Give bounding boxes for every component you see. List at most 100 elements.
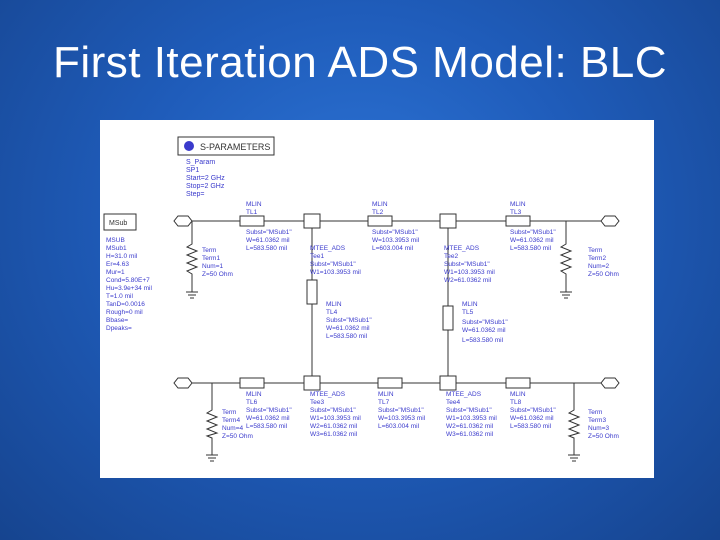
tl7-label: L=603.004 mil xyxy=(378,423,420,430)
tl1-label: W=61.0362 mil xyxy=(246,237,290,244)
tl6-label: W=61.0362 mil xyxy=(246,415,290,422)
tl5-label: L=583.580 mil xyxy=(462,337,504,344)
term4-label: Num=4 xyxy=(222,425,244,432)
term2-label: Term xyxy=(588,247,602,254)
tl2-block xyxy=(367,215,393,227)
term4-label: Term4 xyxy=(222,417,240,424)
term1-label: Z=50 Ohm xyxy=(202,271,233,278)
tl1-label: TL1 xyxy=(246,209,258,216)
msub-line: Dpeaks= xyxy=(106,325,132,332)
tl8-label: TL8 xyxy=(510,399,522,406)
msub-line: H=31.0 mil xyxy=(106,253,138,260)
tl1-label: MLIN xyxy=(246,201,262,208)
term4-resistor xyxy=(205,404,219,440)
tee4-label: W2=61.0362 mil xyxy=(446,423,494,430)
tl5-label: TL5 xyxy=(462,309,474,316)
tee3-block xyxy=(303,375,321,391)
tl8-block xyxy=(505,377,531,389)
tee3-label: W2=61.0362 mil xyxy=(310,423,358,430)
term2-label: Num=2 xyxy=(588,263,610,270)
tl4-label: MLIN xyxy=(326,301,342,308)
term1-label: Term1 xyxy=(202,255,220,262)
tl7-block xyxy=(377,377,403,389)
msub-line: Er=4.63 xyxy=(106,261,129,268)
schematic-canvas: S-PARAMETERS S_Param SP1 Start=2 GHz Sto… xyxy=(103,136,620,462)
tee4-label: W1=103.3953 mil xyxy=(446,415,497,422)
msub-line: MSub1 xyxy=(106,245,127,252)
sparam-line: Start=2 GHz xyxy=(186,175,225,182)
ads-schematic: S-PARAMETERS S_Param SP1 Start=2 GHz Sto… xyxy=(100,120,654,478)
tl3-label: MLIN xyxy=(510,201,526,208)
tee1-label: Tee1 xyxy=(310,253,324,260)
port1-arrow xyxy=(173,215,193,227)
term2-label: Term2 xyxy=(588,255,606,262)
term2-resistor xyxy=(559,238,573,280)
tl2-label: W=103.3953 mil xyxy=(372,237,420,244)
tl2-label: L=603.004 mil xyxy=(372,245,414,252)
tl4-label: W=61.0362 mil xyxy=(326,325,370,332)
tl5-block xyxy=(442,305,454,331)
tee2-label: MTEE_ADS xyxy=(444,245,480,252)
tee3-label: W3=61.0362 mil xyxy=(310,431,358,438)
term3-label: Term xyxy=(588,409,602,416)
term4-label: Z=50 Ohm xyxy=(222,433,253,440)
tl8-label: Subst="MSub1" xyxy=(510,407,556,414)
tee2-label: Tee2 xyxy=(444,253,458,260)
tee4-label: W3=61.0362 mil xyxy=(446,431,494,438)
sparam-params: S_Param SP1 Start=2 GHz Stop=2 GHz Step= xyxy=(186,159,225,198)
term1-label: Num=1 xyxy=(202,263,224,270)
tee2-label: Subst="MSub1" xyxy=(444,261,490,268)
component-labels: MLIN TL1 Subst="MSub1" W=61.0362 mil L=5… xyxy=(202,201,619,440)
port2-arrow xyxy=(600,215,620,227)
sparam-box xyxy=(177,136,275,156)
tee1-label: W1=103.3953 mil xyxy=(310,269,361,276)
tl5-label: Subst="MSub1" xyxy=(462,319,508,326)
tl4-label: Subst="MSub1" xyxy=(326,317,372,324)
tl3-label: L=583.580 mil xyxy=(510,245,552,252)
tee2-block xyxy=(439,213,457,229)
tl5-label: W=61.0362 mil xyxy=(462,327,506,334)
tl5-label: MLIN xyxy=(462,301,478,308)
msub-line: MSUB xyxy=(106,237,125,244)
grounds xyxy=(186,291,580,462)
msub-box-label: MSub xyxy=(109,220,127,227)
tl2-label: TL2 xyxy=(372,209,384,216)
tee4-label: MTEE_ADS xyxy=(446,391,482,398)
tee1-label: MTEE_ADS xyxy=(310,245,346,252)
term-resistors xyxy=(185,238,581,440)
slide-title: First Iteration ADS Model: BLC xyxy=(52,38,668,87)
tee2-label: W2=61.0362 mil xyxy=(444,277,492,284)
tl8-label: L=583.580 mil xyxy=(510,423,552,430)
port4-arrow xyxy=(173,377,193,389)
tl3-block xyxy=(505,215,531,227)
msub-line: Rough=0 mil xyxy=(106,309,143,316)
sparam-line: Stop=2 GHz xyxy=(186,183,225,190)
tl6-label: MLIN xyxy=(246,391,262,398)
sparam-header: S-PARAMETERS xyxy=(200,142,270,152)
tee3-label: MTEE_ADS xyxy=(310,391,346,398)
msub-line: Mur=1 xyxy=(106,269,125,276)
tee3-label: Subst="MSub1" xyxy=(310,407,356,414)
tl7-label: MLIN xyxy=(378,391,394,398)
term3-label: Z=50 Ohm xyxy=(588,433,619,440)
tee1-label: Subst="MSub1" xyxy=(310,261,356,268)
tl7-label: TL7 xyxy=(378,399,390,406)
tl7-label: Subst="MSub1" xyxy=(378,407,424,414)
tl2-label: Subst="MSub1" xyxy=(372,229,418,236)
term1-resistor xyxy=(185,238,199,280)
msub-line: TanD=0.0016 xyxy=(106,301,145,308)
tl3-label: TL3 xyxy=(510,209,522,216)
tl1-block xyxy=(239,215,265,227)
tl7-label: W=103.3953 mil xyxy=(378,415,426,422)
term3-label: Num=3 xyxy=(588,425,610,432)
sparam-line: Step= xyxy=(186,191,205,198)
tl6-block xyxy=(239,377,265,389)
term3-label: Term3 xyxy=(588,417,606,424)
tee3-label: W1=103.3953 mil xyxy=(310,415,361,422)
msub-line: Cond=5.80E+7 xyxy=(106,277,150,284)
tl1-label: Subst="MSub1" xyxy=(246,229,292,236)
tee2-label: W1=103.3953 mil xyxy=(444,269,495,276)
term1-label: Term xyxy=(202,247,216,254)
port3-arrow xyxy=(600,377,620,389)
tl3-label: W=61.0362 mil xyxy=(510,237,554,244)
